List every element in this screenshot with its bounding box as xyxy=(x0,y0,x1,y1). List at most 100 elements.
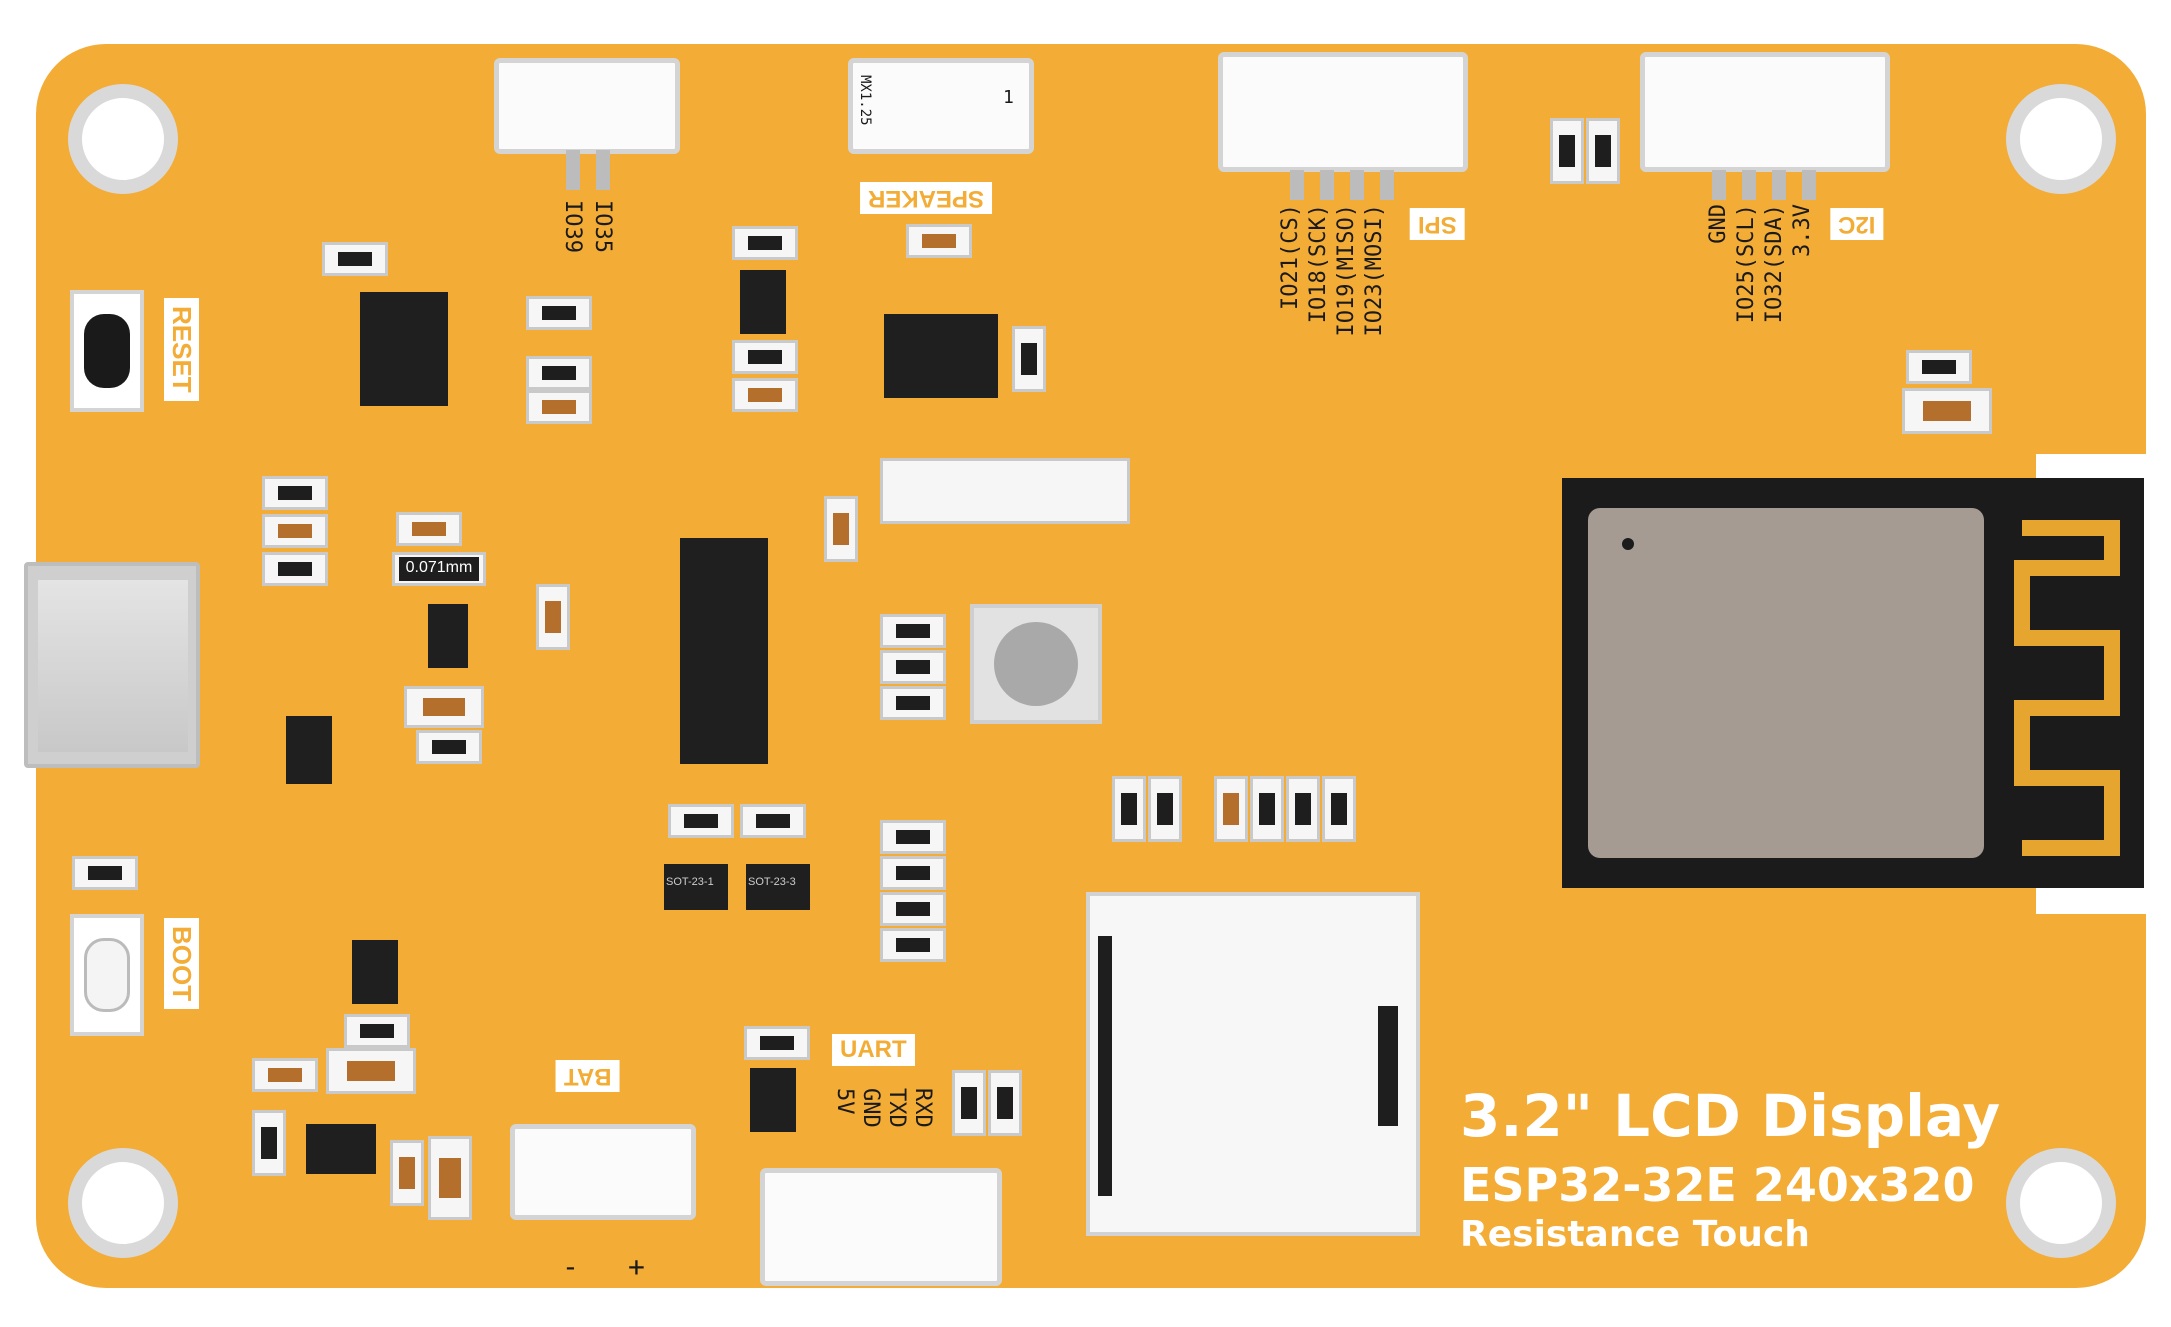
i2c-pin-gnd: GND xyxy=(1706,204,1731,244)
mounting-hole-bottom-left xyxy=(68,1148,178,1258)
connector-pin xyxy=(1290,170,1304,200)
resistor xyxy=(1322,776,1356,842)
ic-16pin xyxy=(360,292,448,406)
reset-button[interactable] xyxy=(70,290,144,412)
connector-pin xyxy=(1712,170,1726,200)
resistor xyxy=(262,552,328,586)
uart-pin-txd: TXD xyxy=(884,1088,909,1128)
capacitor xyxy=(526,390,592,424)
spi-pin-cs: IO21(CS) xyxy=(1278,204,1303,310)
resistor xyxy=(880,650,946,684)
resistor xyxy=(880,928,946,962)
resistor xyxy=(344,1014,410,1048)
resistor xyxy=(526,296,592,330)
resistor xyxy=(1012,326,1046,392)
inductor: 0.071mm xyxy=(392,552,486,586)
i2c-connector[interactable] xyxy=(1640,52,1890,172)
usb-c-shell-highlight xyxy=(38,580,188,752)
capacitor xyxy=(536,584,570,650)
capacitor xyxy=(428,1136,472,1220)
resistor xyxy=(880,614,946,648)
connector-pin xyxy=(596,150,610,190)
boot-button[interactable] xyxy=(70,914,144,1036)
uart-pin-5v: 5V xyxy=(832,1088,857,1115)
resistor xyxy=(732,226,798,260)
transistor xyxy=(750,1068,796,1132)
esp32-pin1-dot xyxy=(1622,538,1634,550)
io-label-io35: IO35 xyxy=(590,200,615,253)
uart-pin-rxd: RXD xyxy=(910,1088,935,1128)
schottky-diode xyxy=(286,716,332,784)
boot-button-cap xyxy=(84,938,130,1012)
connector-pin xyxy=(566,150,580,190)
mounting-hole-top-right xyxy=(2006,84,2116,194)
resistor xyxy=(740,804,806,838)
resistor xyxy=(526,356,592,390)
connector-pin xyxy=(1380,170,1394,200)
resistor xyxy=(880,820,946,854)
capacitor xyxy=(252,1058,318,1092)
i2c-pin-sda: IO32(SDA) xyxy=(1762,204,1787,324)
resistor-array xyxy=(880,458,1130,524)
boot-label: BOOT xyxy=(164,918,199,1010)
ldo-regulator xyxy=(306,1124,376,1174)
ic-soic16 xyxy=(680,538,768,764)
connector-pin xyxy=(1350,170,1364,200)
microsd-slot-edge xyxy=(1098,936,1112,1196)
capacitor xyxy=(390,1140,424,1206)
rgb-led xyxy=(970,604,1102,724)
microsd-spring xyxy=(1378,1006,1398,1126)
pcb-antenna-icon xyxy=(2014,520,2120,856)
transistor xyxy=(352,940,398,1004)
resistor xyxy=(880,856,946,890)
rgb-led-lens xyxy=(994,622,1078,706)
regulator-small xyxy=(428,604,468,668)
uart-label: UART xyxy=(832,1034,915,1066)
battery-connector[interactable] xyxy=(510,1124,696,1220)
capacitor xyxy=(732,378,798,412)
resistor xyxy=(880,686,946,720)
capacitor xyxy=(1902,388,1992,434)
resistor xyxy=(952,1070,986,1136)
capacitor xyxy=(326,1048,416,1094)
resistor xyxy=(1148,776,1182,842)
resistor xyxy=(732,340,798,374)
uart-pin-gnd: GND xyxy=(858,1088,883,1128)
bat-plus: + xyxy=(628,1250,645,1283)
resistor xyxy=(252,1110,286,1176)
capacitor xyxy=(906,224,972,258)
product-title: 3.2" LCD Display xyxy=(1460,1082,2001,1150)
product-model: ESP32-32E 240x320 xyxy=(1460,1158,1975,1212)
uart-connector[interactable] xyxy=(760,1168,1002,1286)
speaker-connector-left-text: MX1.25 xyxy=(857,75,873,126)
resistor xyxy=(1112,776,1146,842)
resistor xyxy=(322,242,388,276)
resistor xyxy=(744,1026,810,1060)
speaker-label: SPEAKER xyxy=(860,182,993,214)
capacitor xyxy=(396,512,462,546)
esp32-shield xyxy=(1588,508,1984,858)
connector-pin xyxy=(1802,170,1816,200)
resistor xyxy=(72,856,138,890)
resistor xyxy=(1550,118,1584,184)
usb-c-connector[interactable] xyxy=(24,562,200,768)
speaker-connector[interactable]: MX1.25 1 xyxy=(848,58,1034,154)
spi-connector[interactable] xyxy=(1218,52,1468,172)
microsd-card-slot[interactable] xyxy=(1086,892,1420,1236)
resistor xyxy=(1286,776,1320,842)
resistor xyxy=(880,892,946,926)
connector-pin xyxy=(1320,170,1334,200)
resistor xyxy=(1586,118,1620,184)
esp32-module xyxy=(1562,478,2144,888)
resistor xyxy=(668,804,734,838)
mounting-hole-bottom-right xyxy=(2006,1148,2116,1258)
spi-label: SPI xyxy=(1410,208,1465,240)
io-label-io39: IO39 xyxy=(560,200,585,253)
mounting-hole-top-left xyxy=(68,84,178,194)
ic-soic8-amplifier xyxy=(884,314,998,398)
resistor xyxy=(988,1070,1022,1136)
io35-io39-connector[interactable] xyxy=(494,58,680,154)
transistor-code: SOT-23-3 xyxy=(748,876,796,888)
resistor xyxy=(262,476,328,510)
connector-pin xyxy=(1772,170,1786,200)
